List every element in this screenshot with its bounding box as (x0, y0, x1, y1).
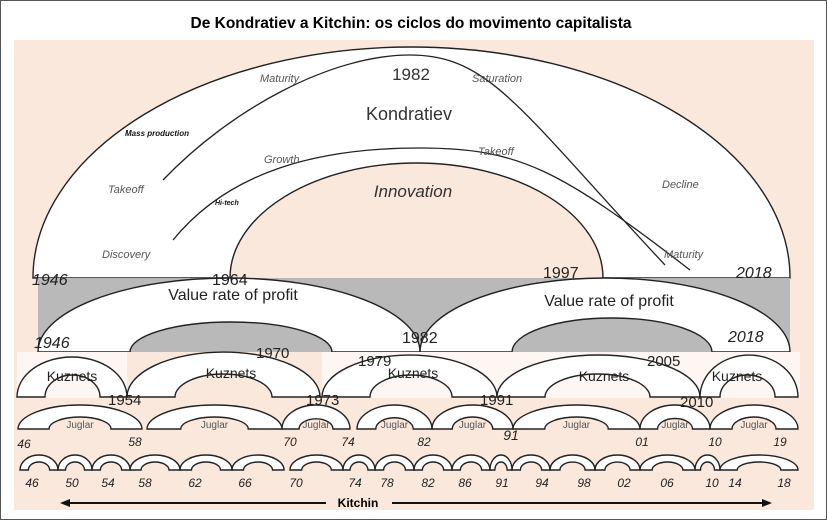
kuznets-arch (126, 351, 321, 398)
kitchin-year: 98 (577, 476, 591, 490)
kuznets-label: Kuznets (47, 368, 98, 384)
juglar-year: 58 (128, 435, 142, 449)
kitchin-year: 66 (238, 476, 252, 490)
kondratiev-peak-year: 1982 (392, 65, 430, 84)
juglar-label: Juglar (661, 420, 689, 431)
kuznets-arch (321, 354, 498, 398)
juglar-year: 19 (773, 435, 787, 449)
juglar-arch (709, 404, 799, 430)
kitchin-year: 06 (660, 476, 674, 490)
kitchin-year: 46 (25, 476, 39, 490)
kondratiev-start-year: 1946 (32, 272, 68, 289)
kitchin-arrow (60, 499, 772, 507)
kuznets-label: Kuznets (579, 368, 630, 384)
kondratiev-arch (32, 46, 791, 279)
kitchin-year: 58 (138, 476, 152, 490)
diagram-title: De Kondratiev a Kitchin: os ciclos do mo… (191, 15, 632, 32)
phase-label: Hi-tech (215, 200, 239, 207)
value-rate-label-left: Value rate of profit (168, 287, 298, 304)
kuznets-label: Kuznets (206, 365, 257, 381)
juglar-label: Juglar (201, 420, 229, 431)
kondratiev-end-year: 2018 (735, 265, 772, 282)
kitchin-year: 86 (458, 476, 472, 490)
juglar-year: 82 (417, 435, 431, 449)
juglar-label: Juglar (459, 420, 487, 431)
phase-label: Growth (264, 154, 299, 166)
kuznets-arch (16, 356, 128, 398)
juglar-year: 46 (17, 437, 31, 451)
phase-label: Maturity (664, 249, 705, 261)
kitchin-year: 18 (777, 476, 791, 490)
kitchin-year: 02 (617, 476, 631, 490)
juglar-arch (356, 404, 433, 430)
kuznets-year: 2010 (680, 394, 713, 411)
innovation-label: Innovation (374, 182, 452, 201)
juglar-arch (431, 404, 514, 430)
kitchin-arch (231, 454, 285, 471)
kitchin-year: 62 (188, 476, 202, 490)
juglar-arch (281, 404, 351, 430)
kitchin-year: 10 (705, 476, 719, 490)
kuznets-year: 1954 (108, 392, 141, 409)
kitchin-year: 70 (289, 476, 303, 490)
juglar-arch (512, 404, 641, 430)
kuznets-arch (699, 354, 799, 398)
phase-label: Saturation (472, 73, 522, 85)
kondratiev-phase-curve (172, 147, 691, 271)
phase-label: Maturity (260, 73, 301, 85)
juglar-arch (639, 404, 711, 430)
kuznets-year: 1970 (256, 345, 289, 362)
kitchin-label: Kitchin (338, 496, 379, 510)
kuznets-year: 1973 (306, 392, 339, 409)
kitchin-year: 74 (348, 476, 362, 490)
juglar-year: 01 (635, 435, 648, 449)
kitchin-year: 78 (380, 476, 394, 490)
juglar-label: Juglar (302, 420, 330, 431)
phase-label: Takeoff (108, 184, 145, 196)
kondratiev-phase-curve (162, 54, 666, 266)
value-year: 1982 (402, 330, 438, 347)
kuznets-year: 1979 (358, 353, 391, 370)
kitchin-year: 14 (728, 476, 742, 490)
juglar-label: Juglar (381, 420, 409, 431)
value-year: 1946 (34, 335, 70, 352)
kitchin-year: 54 (101, 476, 115, 490)
phase-label: Mass production (125, 129, 189, 138)
kitchin-arch (719, 454, 799, 471)
phase-label: Discovery (102, 249, 152, 261)
juglar-year: 91 (503, 427, 519, 443)
value-rate-label-right: Value rate of profit (544, 293, 674, 310)
juglar-arch (146, 404, 283, 430)
value-rate-arch-right (419, 277, 791, 353)
value-year: 1997 (543, 265, 579, 282)
juglar-year: 70 (283, 435, 297, 449)
kuznets-label: Kuznets (388, 365, 439, 381)
juglar-arch (17, 404, 143, 430)
kuznets-label: Kuznets (712, 368, 763, 384)
value-year: 2018 (727, 329, 764, 346)
kondratiev-label: Kondratiev (366, 104, 452, 124)
juglar-label: Juglar (740, 420, 768, 431)
juglar-year: 10 (708, 435, 722, 449)
juglar-label: Juglar (66, 420, 94, 431)
juglar-year: 74 (341, 435, 355, 449)
kitchin-year: 94 (535, 476, 549, 490)
phase-label: Takeoff (478, 146, 515, 158)
juglar-label: Juglar (563, 420, 591, 431)
value-rate-arch-left (37, 277, 421, 353)
kitchin-year: 91 (495, 476, 508, 490)
kuznets-year: 1991 (480, 392, 513, 409)
value-year: 1964 (212, 272, 248, 289)
phase-label: Decline (662, 179, 699, 191)
kuznets-arch (496, 354, 701, 398)
kitchin-year: 82 (421, 476, 435, 490)
kitchin-year: 50 (65, 476, 79, 490)
kuznets-year: 2005 (647, 353, 680, 370)
